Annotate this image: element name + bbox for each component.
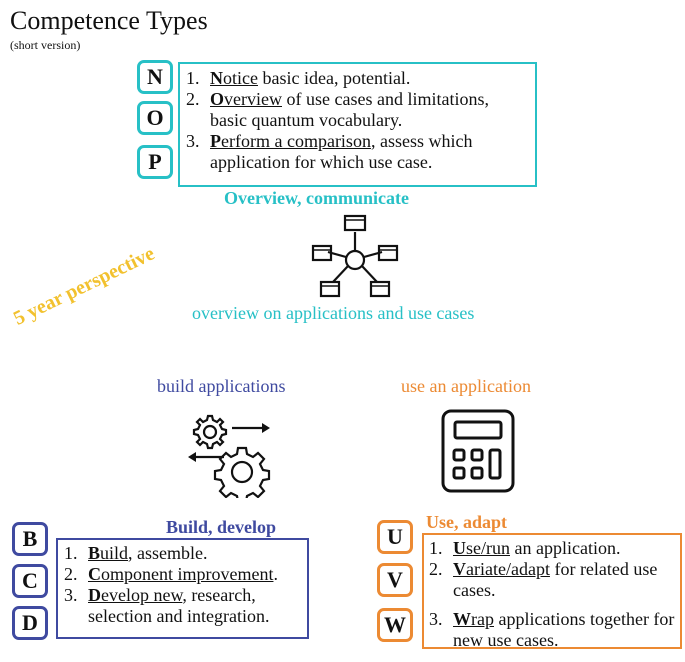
- letter-badge-c: C: [12, 564, 48, 598]
- list-item: 1. Build, assemble.: [64, 543, 208, 563]
- letter-badge-b: B: [12, 522, 48, 556]
- use-caption: use an application: [401, 376, 531, 396]
- build-list-box: 1. Build, assemble. 2. Component improve…: [56, 538, 309, 639]
- letter-badge-w: W: [377, 608, 413, 642]
- overview-list-box: 1. Notice basic idea, potential. 2. Over…: [178, 62, 537, 187]
- letter-badge-n: N: [137, 60, 173, 94]
- list-item: 2. Overview of use cases and limitations…: [186, 89, 489, 130]
- list-item: 3. Wrap applications together for new us…: [429, 609, 675, 650]
- list-item: 2. Variate/adapt for related use cases.: [429, 559, 658, 600]
- network-hub-icon: [311, 214, 399, 298]
- letter-badge-v: V: [377, 563, 413, 597]
- page-title: Competence Types: [10, 6, 208, 35]
- page-subtitle: (short version): [10, 38, 81, 52]
- list-item: 1. Use/run an application.: [429, 538, 621, 558]
- build-heading: Build, develop: [166, 517, 277, 537]
- letter-badge-o: O: [137, 101, 173, 135]
- list-item: 1. Notice basic idea, potential.: [186, 68, 411, 88]
- perspective-label: 5 year perspective: [10, 242, 159, 330]
- list-item: 3. Perform a comparison, assess which ap…: [186, 131, 473, 172]
- gears-icon: [188, 414, 271, 498]
- list-item: 2. Component improvement.: [64, 564, 278, 584]
- list-item: 3. Develop new, research, selection and …: [64, 585, 270, 626]
- letter-badge-d: D: [12, 606, 48, 640]
- overview-heading: Overview, communicate: [224, 188, 409, 208]
- overview-caption: overview on applications and use cases: [192, 303, 475, 323]
- use-list-box: 1. Use/run an application. 2. Variate/ad…: [422, 533, 682, 650]
- letter-badge-u: U: [377, 520, 413, 554]
- calculator-icon: [441, 409, 515, 493]
- build-caption: build applications: [157, 376, 286, 396]
- use-heading: Use, adapt: [426, 512, 508, 532]
- letter-badge-p: P: [137, 145, 173, 179]
